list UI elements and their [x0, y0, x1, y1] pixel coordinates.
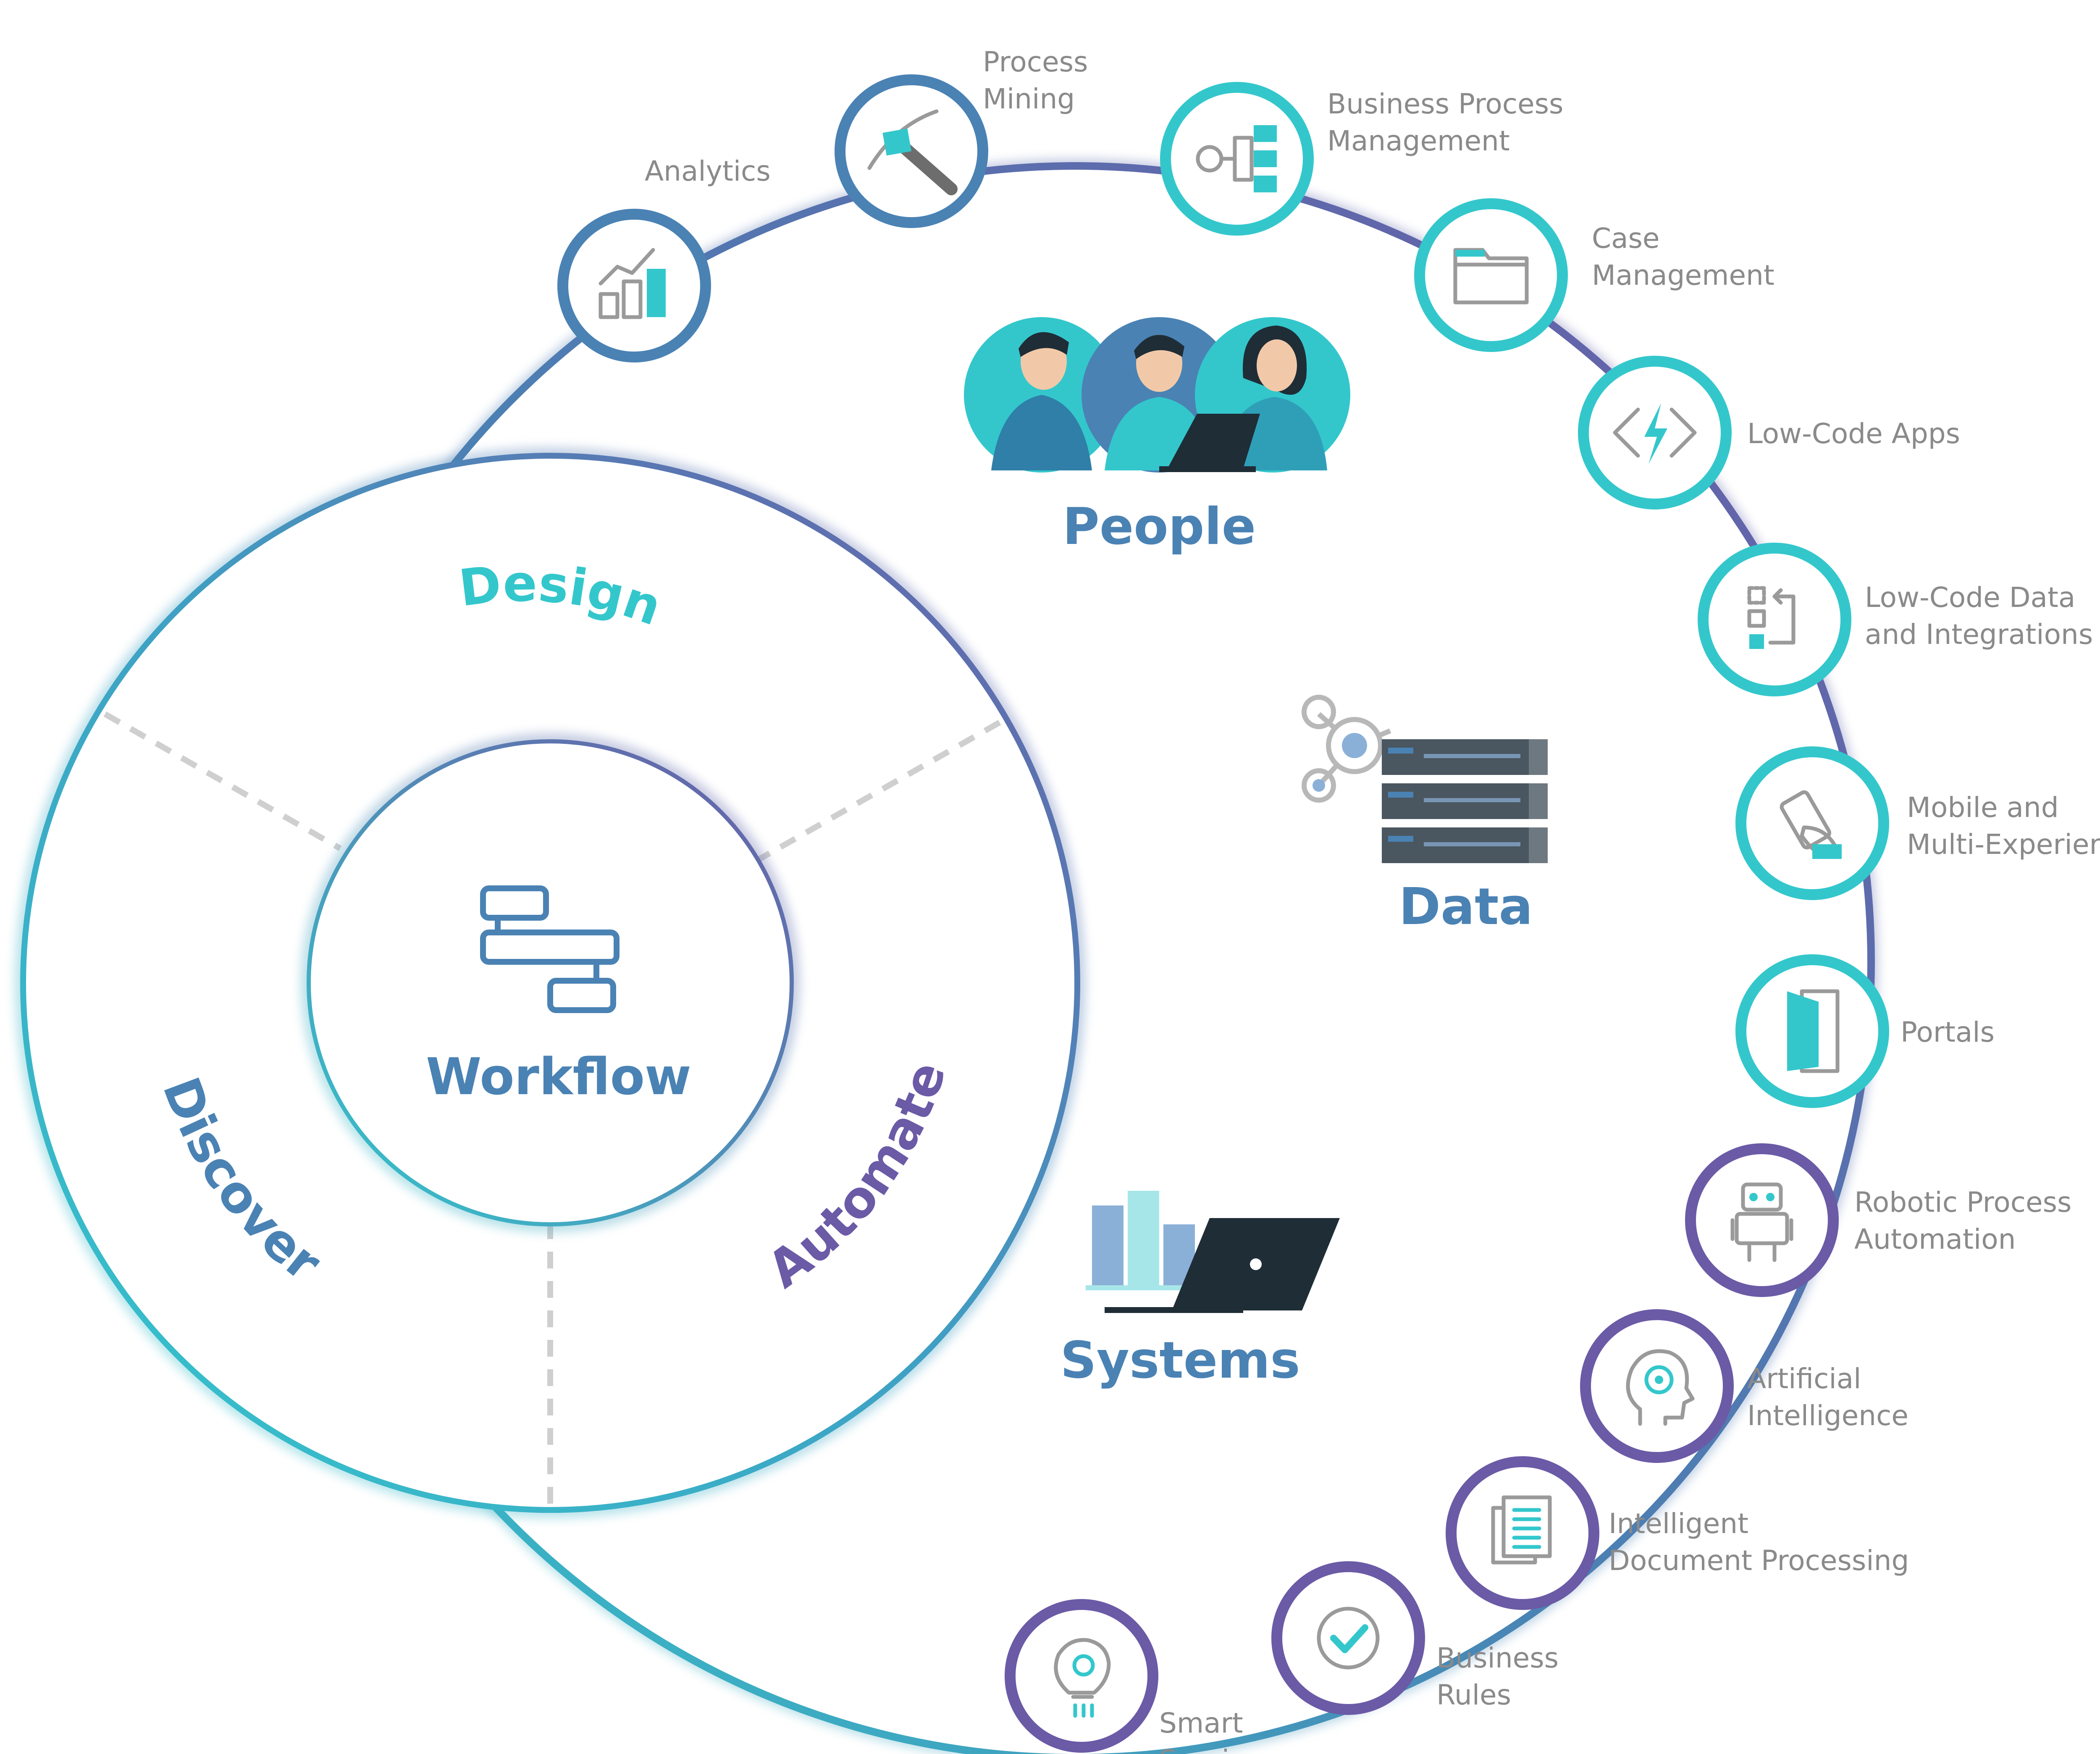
data-blocks-icon [1747, 586, 1796, 649]
mobile-hand-icon [1780, 790, 1842, 859]
capability-ring [1160, 82, 1314, 236]
capability-label-line: Smart [1159, 1707, 1243, 1739]
capability-ring [557, 209, 711, 362]
people-illustration [964, 317, 1350, 473]
capability-ring [1685, 1143, 1839, 1297]
workflow-core: Workflow [300, 733, 800, 1233]
capability-label-line: Low-Code Apps [1747, 417, 1960, 450]
check-circle-icon [1317, 1607, 1380, 1670]
capability-label-line: Robotic Process [1854, 1186, 2071, 1218]
systems-illustration [1086, 1191, 1340, 1313]
workflow-title: Workflow [426, 1048, 691, 1106]
capability-ring [1698, 543, 1851, 696]
lightbulb-gear-icon [1054, 1638, 1111, 1718]
capability-label-line: Portals [1900, 1016, 1995, 1048]
capability-label-line: Business [1436, 1642, 1559, 1674]
capability-ring [1414, 198, 1568, 352]
capability-label-line: and Integrations [1865, 618, 2093, 651]
capability-label-line: Rules [1436, 1679, 1511, 1711]
code-bolt-icon [1613, 403, 1697, 464]
capability-smart-services: SmartServices [1005, 1599, 1276, 1754]
capability-analytics: Analytics [557, 155, 771, 362]
capability-ring [1580, 1309, 1734, 1463]
capability-low-code-data: Low-Code Data and Integrations [1698, 543, 2093, 696]
capability-ring [1271, 1561, 1425, 1715]
capability-label-line: Process [983, 46, 1088, 78]
capability-label-line: Intelligent [1609, 1507, 1748, 1540]
capability-label-line: Artificial [1747, 1363, 1861, 1395]
capability-label-line: Automation [1854, 1223, 2016, 1255]
folder-icon [1453, 248, 1529, 305]
pillar-people: People [1063, 498, 1256, 556]
capability-label-line: Management [1327, 125, 1510, 157]
pillar-data: Data [1399, 878, 1533, 936]
capability-label: Portals [1900, 1016, 1995, 1048]
bar-chart-icon [598, 248, 666, 319]
capability-label-line: Business Process [1327, 88, 1563, 120]
capability-label-line: Services [1159, 1744, 1276, 1754]
capability-label: Analytics [645, 155, 771, 187]
capability-label-line: Document Processing [1609, 1544, 1909, 1577]
capability-label: Low-Code Apps [1747, 417, 1960, 450]
capability-label-line: Mobile and [1907, 791, 2059, 824]
capability-label-line: Case [1592, 222, 1660, 255]
capability-label: SmartServices [1159, 1707, 1276, 1754]
capability-portals: Portals [1735, 954, 1995, 1108]
divider-left [103, 711, 342, 851]
capability-ring [1735, 746, 1889, 900]
capability-low-code-apps: Low-Code Apps [1578, 356, 1960, 509]
capability-label-line: Analytics [645, 155, 771, 187]
door-icon [1787, 989, 1840, 1073]
capability-label: Low-Code Data and Integrations [1865, 581, 2093, 651]
server-stack-icon [1382, 739, 1548, 863]
documents-icon [1491, 1495, 1552, 1565]
process-tree-icon [1196, 125, 1277, 192]
capability-label-line: Intelligence [1747, 1400, 1908, 1432]
capability-label-line: Low-Code Data [1865, 581, 2075, 614]
data-illustration [1302, 695, 1548, 863]
capability-label-line: Management [1592, 259, 1774, 291]
capability-label-line: Mining [983, 83, 1075, 115]
pickaxe-icon [867, 109, 958, 195]
pillar-systems: Systems [1060, 1331, 1300, 1390]
capability-label-line: Multi-Experience [1907, 828, 2100, 861]
head-gear-icon [1626, 1349, 1695, 1426]
robot-icon [1730, 1182, 1793, 1262]
workflow-blocks-icon [480, 885, 620, 1013]
